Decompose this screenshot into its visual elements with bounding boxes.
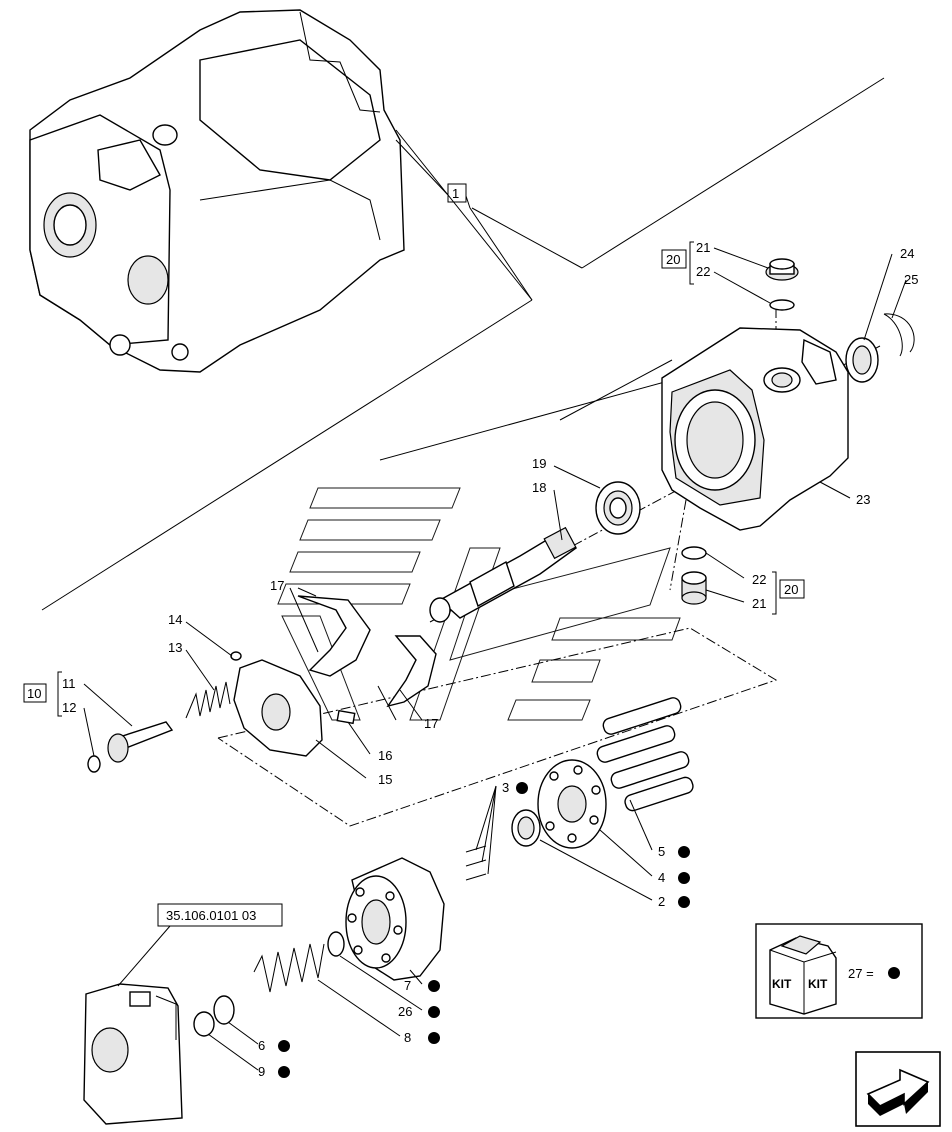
kit-bullet-icon <box>278 1040 290 1052</box>
ref-19: 19 <box>532 456 546 471</box>
ref-7: 7 <box>404 978 411 993</box>
ref-16: 16 <box>378 748 392 763</box>
ref-13: 13 <box>168 640 182 655</box>
labels: 1 20 21 22 24 25 23 19 18 22 21 20 17 17… <box>23 183 918 1079</box>
next-page-arrow-icon <box>866 1068 930 1116</box>
watermark <box>277 487 681 721</box>
kit-bullet-icon <box>678 872 690 884</box>
ref-6: 6 <box>258 1038 265 1053</box>
cylinder-block <box>345 857 445 981</box>
ref-5: 5 <box>658 844 665 859</box>
ref-18: 18 <box>532 480 546 495</box>
ref-3: 3 <box>502 780 509 795</box>
kit-bullet-icon <box>278 1066 290 1078</box>
kit-legend-text: 27 = <box>848 966 874 981</box>
next-page-button[interactable] <box>855 1051 941 1127</box>
guide-lines <box>41 77 885 827</box>
ref-25: 25 <box>904 272 918 287</box>
ref-11: 11 <box>62 676 76 691</box>
ref-15: 15 <box>378 772 392 787</box>
ref-4: 4 <box>658 870 665 885</box>
kit-bullet-icon <box>516 782 528 794</box>
ref-20-top: 20 <box>666 252 680 267</box>
ref-2: 2 <box>658 894 665 909</box>
plug-top <box>765 258 799 311</box>
ring-6 <box>213 995 235 1025</box>
bearing-shells <box>297 595 437 708</box>
ref-1: 1 <box>452 186 459 201</box>
swash-plate <box>230 651 356 757</box>
kit-bullet-icon <box>678 846 690 858</box>
end-cover <box>83 983 183 1125</box>
piston-set <box>596 697 694 812</box>
ref-22-top: 22 <box>696 264 710 279</box>
retaining-plate <box>537 759 607 849</box>
ref-10: 10 <box>27 686 41 701</box>
ref-12: 12 <box>62 700 76 715</box>
kit-legend: KIT KIT 27 = <box>755 923 923 1019</box>
ref-24: 24 <box>900 246 914 261</box>
ref-21-top: 21 <box>696 240 710 255</box>
drive-shaft <box>429 526 578 623</box>
ref-17-top: 17 <box>270 578 284 593</box>
kit-label-1: KIT <box>772 977 792 991</box>
ring-26 <box>327 931 345 957</box>
shaft-seal <box>845 313 915 383</box>
ref-23: 23 <box>856 492 870 507</box>
kit-bullet-icon <box>428 980 440 992</box>
ball-guide <box>511 809 541 847</box>
reference-code: 35.106.0101 03 <box>166 908 256 923</box>
kit-bullet-icon <box>888 967 900 979</box>
pump-assembly <box>29 9 405 373</box>
ring-9 <box>193 1011 215 1037</box>
bearing-housing <box>661 327 849 531</box>
kit-label-2: KIT <box>808 977 828 991</box>
ref-22-bottom: 22 <box>752 572 766 587</box>
bearing <box>595 481 641 535</box>
brackets <box>57 241 777 717</box>
plug-bottom <box>681 546 707 605</box>
leader-lines <box>83 139 907 1071</box>
kit-bullet-icon <box>428 1006 440 1018</box>
kit-bullet-icon <box>678 896 690 908</box>
ref-9: 9 <box>258 1064 265 1079</box>
cylinder-spring <box>253 943 325 993</box>
kit-bullet-icon <box>428 1032 440 1044</box>
kit-bullets <box>278 782 690 1078</box>
spring-pin <box>87 681 231 773</box>
ref-17-bottom: 17 <box>424 716 438 731</box>
ref-14: 14 <box>168 612 182 627</box>
kit-box-icon: KIT KIT <box>769 935 837 1015</box>
ref-21-bottom: 21 <box>752 596 766 611</box>
ref-20-bottom: 20 <box>784 582 798 597</box>
pins <box>465 845 487 881</box>
ref-8: 8 <box>404 1030 411 1045</box>
ref-26: 26 <box>398 1004 412 1019</box>
